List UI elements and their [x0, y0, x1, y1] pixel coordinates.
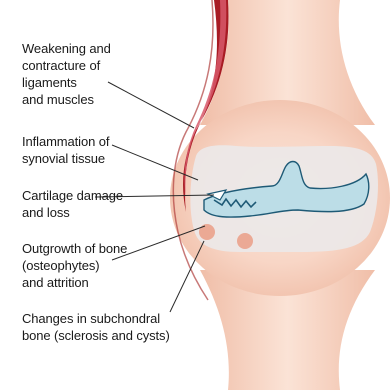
- label-synovial-inflammation: Inflammation of synovial tissue: [22, 133, 109, 167]
- cyst-1: [199, 224, 215, 240]
- leader-line-4: [170, 241, 204, 312]
- label-bone-outgrowth: Outgrowth of bone (osteophytes) and attr…: [22, 240, 127, 291]
- label-ligaments-muscles: Weakening and contracture of ligaments a…: [22, 40, 111, 108]
- cyst-2: [237, 233, 253, 249]
- label-cartilage-damage: Cartilage damage and loss: [22, 187, 123, 221]
- label-subchondral-bone: Changes in subchondral bone (sclerosis a…: [22, 310, 170, 344]
- leader-line-0: [108, 82, 194, 128]
